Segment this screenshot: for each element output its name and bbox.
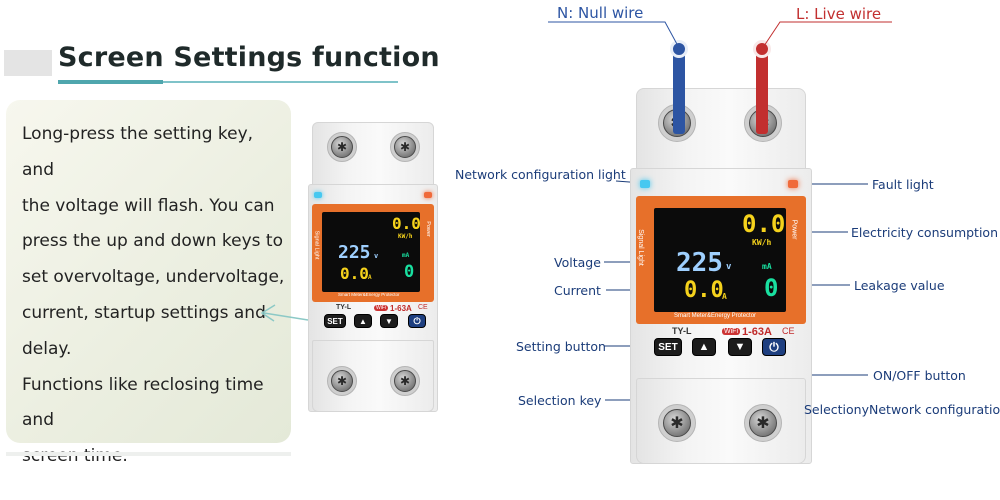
neutral-wire — [673, 44, 685, 134]
power-button[interactable]: ⏻ — [762, 338, 786, 356]
neutral-wire-ring — [670, 40, 688, 58]
voltage-value: 225 — [676, 248, 723, 278]
label-voltage: Voltage — [554, 255, 601, 270]
leakage-value: 0 — [764, 274, 779, 302]
label-on-off-button: ON/OFF button — [873, 368, 966, 383]
front-panel: Signal Light Power 0.0 KW/h 225 v mA 0.0… — [312, 204, 434, 302]
screw-terminal: ✱ — [390, 132, 420, 162]
label-setting-button: Setting button — [516, 339, 606, 354]
screw-icon: ✱ — [331, 370, 353, 392]
energy-value: 0.0 — [742, 210, 786, 238]
energy-unit: KW/h — [752, 238, 772, 247]
live-label-line — [763, 21, 892, 47]
energy-unit: KW/h — [398, 233, 413, 240]
fault-light — [788, 180, 798, 188]
rating-label: 1-63A — [390, 304, 412, 313]
front-panel: Signal Light Power 0.0 KW/h 225 v mA 0.0… — [636, 196, 806, 324]
set-button[interactable]: SET — [324, 314, 346, 328]
heading-swatch — [4, 50, 52, 76]
network-light — [314, 192, 322, 198]
live-wire-label: L: Live wire — [796, 5, 882, 23]
ce-mark: CE — [782, 326, 795, 336]
screw-icon: ✱ — [394, 136, 416, 158]
wifi-badge: WiFi — [722, 328, 740, 335]
ce-mark: CE — [418, 304, 428, 311]
description-panel — [6, 100, 291, 443]
up-button[interactable]: ▲ — [354, 314, 372, 328]
screw-icon: ✱ — [394, 370, 416, 392]
product-name: Smart Meter&Energy Protector — [338, 292, 400, 297]
page-title: Screen Settings function — [58, 42, 440, 73]
fault-light — [424, 192, 432, 198]
model-label: TY-L — [672, 326, 692, 336]
down-button[interactable]: ▼ — [380, 314, 398, 328]
title-underline-accent — [58, 80, 163, 84]
product-name: Smart Meter&Energy Protector — [674, 313, 757, 319]
model-label: TY-L — [336, 304, 352, 311]
screw-icon: ✱ — [749, 409, 777, 437]
lcd-screen: 0.0 KW/h 225 v mA 0.0 A 0 — [322, 212, 421, 292]
neutral-label-line — [548, 21, 679, 47]
neutral-wire-label: N: Null wire — [557, 4, 644, 22]
panel-arrow-line — [263, 312, 309, 321]
network-light — [640, 180, 650, 188]
power-button[interactable]: ⏻ — [408, 314, 426, 328]
screw-terminal: ✱ — [327, 366, 357, 396]
panel-arrow-head — [260, 304, 276, 322]
voltage-unit: v — [726, 262, 732, 272]
wifi-badge: WiFi — [374, 305, 388, 311]
label-fault-light: Fault light — [872, 177, 934, 192]
label-selection-key: Selection key — [518, 393, 602, 408]
set-button[interactable]: SET — [654, 338, 682, 356]
live-wire-ring — [753, 40, 771, 58]
screw-icon: ✱ — [331, 136, 353, 158]
title-underline — [58, 81, 398, 83]
label-electricity-consumption: Electricity consumption — [851, 225, 998, 240]
live-wire — [756, 44, 768, 134]
label-leakage-value: Leakage value — [854, 278, 945, 293]
rating-label: 1-63A — [742, 326, 772, 338]
screw-terminal: ✱ — [658, 404, 696, 442]
panel-shadow — [6, 452, 291, 456]
up-button[interactable]: ▲ — [692, 338, 716, 356]
down-button[interactable]: ▼ — [728, 338, 752, 356]
screw-terminal: ✱ — [744, 404, 782, 442]
screw-icon: ✱ — [663, 409, 691, 437]
energy-value: 0.0 — [392, 214, 421, 233]
voltage-value: 225 — [338, 242, 371, 263]
description-text: Long-press the setting key, and the volt… — [22, 124, 285, 467]
screw-terminal: ✱ — [390, 366, 420, 396]
leakage-unit: mA — [402, 252, 410, 259]
current-value: 0.0 — [684, 278, 724, 303]
screw-terminal: ✱ — [327, 132, 357, 162]
label-current: Current — [554, 283, 601, 298]
leakage-unit: mA — [762, 262, 772, 271]
small-device: ✱ ✱ ✱ ✱ Signal Light Power 0.0 KW/h 225 … — [308, 122, 438, 412]
leakage-value: 0 — [404, 262, 415, 282]
label-selection-network: SelectionyNetwork configuration — [804, 402, 1000, 417]
current-unit: A — [722, 292, 727, 301]
label-network-light: Network configuration light — [455, 167, 626, 182]
lcd-screen: 0.0 KW/h 225 v mA 0.0 A 0 — [654, 208, 786, 312]
large-device: ✱ ✱ ✱ ✱ Signal Light Power 0.0 KW/h 225 … — [630, 88, 812, 464]
current-value: 0.0 — [340, 264, 369, 283]
voltage-unit: v — [374, 252, 379, 260]
current-unit: A — [368, 274, 372, 281]
